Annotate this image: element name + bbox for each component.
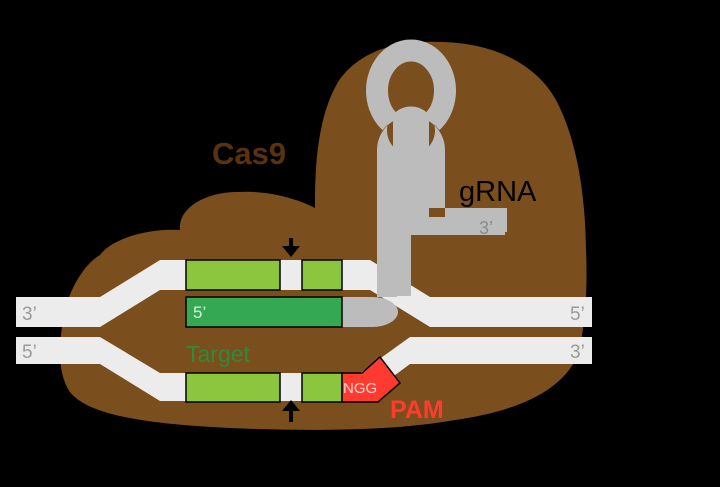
grna-label: gRNA — [459, 176, 537, 208]
pam-label: PAM — [390, 396, 444, 424]
target-block-bottom-right — [301, 372, 343, 403]
bottom-left-end-label: 5’ — [22, 342, 37, 363]
target-block-top-right — [301, 259, 343, 291]
cas9-label: Cas9 — [212, 136, 286, 171]
top-right-end-label: 5’ — [570, 304, 585, 325]
spacer-block — [185, 296, 343, 328]
bottom-dna-strand — [16, 337, 592, 401]
pam-block — [341, 355, 402, 403]
grna-stem-cap — [340, 297, 398, 327]
spacer-end-label: 5’ — [193, 303, 206, 322]
arrow-down-icon — [282, 238, 300, 257]
grna-end-label: 3’ — [479, 218, 493, 238]
ngg-label: NGG — [343, 380, 377, 397]
cas9-protein-shape — [60, 41, 587, 430]
target-label: Target — [186, 341, 251, 367]
top-dna-strand — [16, 260, 592, 327]
top-left-end-label: 3’ — [22, 304, 37, 325]
target-block-bottom-left — [185, 372, 281, 403]
bottom-right-end-label: 3’ — [570, 342, 585, 363]
grna-structure — [366, 39, 507, 297]
arrow-up-icon — [282, 400, 300, 422]
target-block-top-left — [185, 259, 281, 291]
